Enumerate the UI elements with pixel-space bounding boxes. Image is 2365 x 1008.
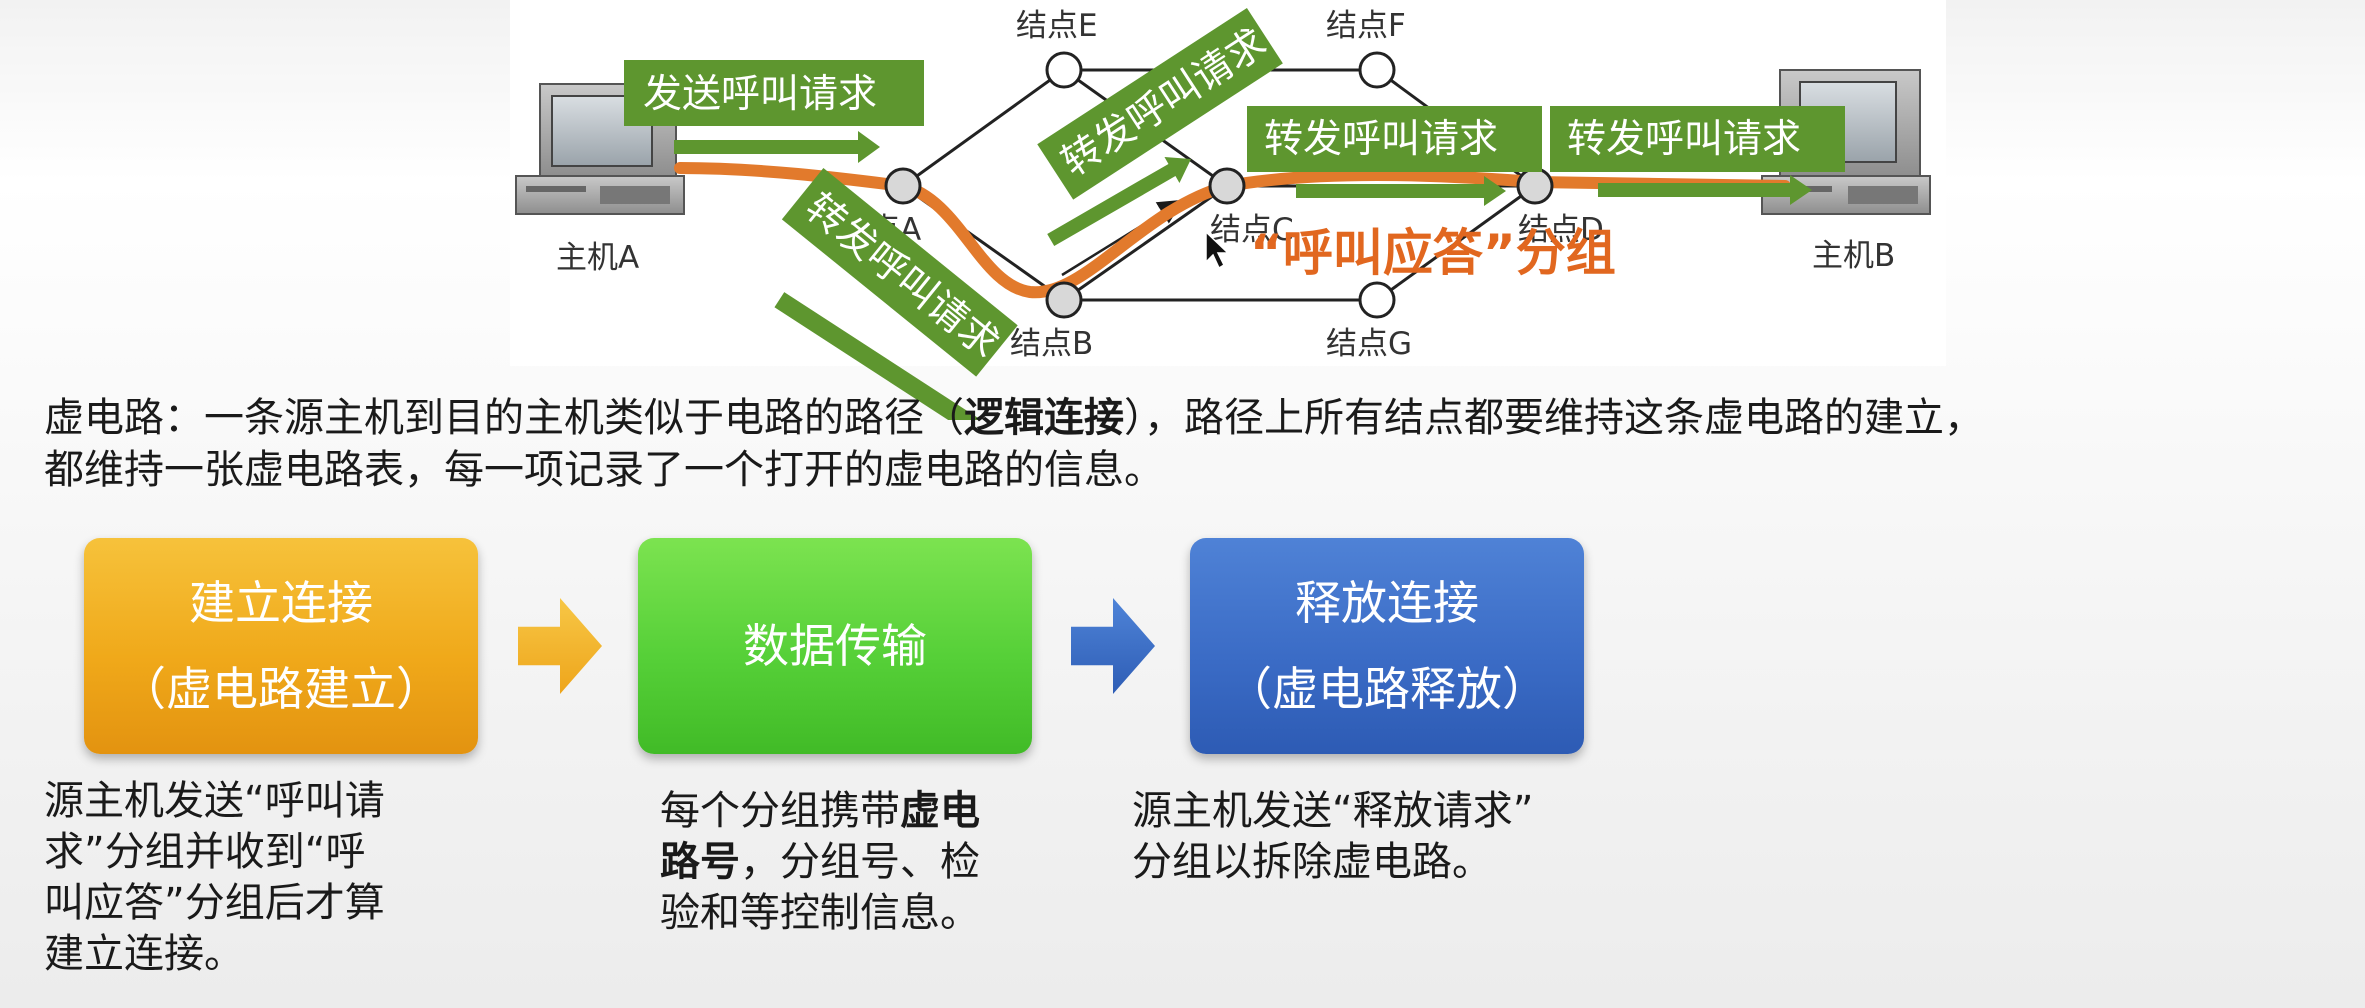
svg-text:转发呼叫请求: 转发呼叫请求: [1567, 117, 1801, 162]
network-nodes: [884, 51, 1554, 319]
badge-send-call-request: 发送呼叫请求: [624, 60, 924, 126]
transfer-description: 每个分组携带虚电 路号，分组号、检 验和等控制信息。: [660, 788, 980, 936]
svg-text:发送呼叫请求: 发送呼叫请求: [643, 72, 877, 117]
stage-title: 释放连接: [1295, 576, 1479, 630]
badge-forward-call-request-cd: 转发呼叫请求: [1247, 106, 1542, 172]
release-description: 源主机发送“释放请求” 分组以拆除虚电路。: [1132, 788, 1534, 885]
stage-connection-release: 释放连接 （虚电路释放）: [1190, 538, 1584, 754]
signal-arrows: [674, 131, 1812, 420]
definition-logical-connection: 逻辑连接: [964, 395, 1124, 441]
node-e-label: 结点E: [1016, 8, 1098, 44]
stage-data-transfer: 数据传输: [638, 538, 1032, 754]
host-b-computer-icon: [1761, 69, 1931, 215]
node-g-label: 结点G: [1326, 326, 1412, 362]
stage-subtitle: （虚电路释放）: [1226, 662, 1548, 716]
node-e: [1045, 51, 1083, 89]
node-d: [1516, 167, 1554, 205]
stage-connection-setup: 建立连接 （虚电路建立）: [84, 538, 478, 754]
host-a-computer-icon: [515, 83, 685, 215]
cursor-icon: [1205, 230, 1230, 270]
node-d-label: 结点D: [1518, 212, 1604, 248]
stage-subtitle: （虚电路建立）: [120, 662, 442, 716]
node-b-label: 结点B: [1010, 326, 1093, 362]
node-f-label: 结点F: [1326, 8, 1406, 44]
node-f: [1358, 51, 1396, 89]
node-a: [884, 167, 922, 205]
node-g: [1358, 281, 1396, 319]
stage-title: 数据传输: [743, 619, 927, 673]
reply-packet-label: “呼叫应答”分组: [1250, 224, 1616, 282]
network-diagram: 主机A 主机B 结点E 结点F 结点A 结点C 结点D 结点B 结点G 发送呼叫…: [510, 0, 1946, 420]
flow-arrow-icon: [518, 598, 602, 694]
stage-title: 建立连接: [189, 576, 373, 630]
node-c-label: 结点C: [1210, 212, 1294, 248]
node-b: [1045, 281, 1083, 319]
host-b-label: 主机B: [1812, 238, 1895, 274]
host-a-label: 主机A: [556, 240, 639, 276]
svg-text:转发呼叫请求: 转发呼叫请求: [1264, 117, 1498, 162]
virtual-circuit-definition: 虚电路：一条源主机到目的主机类似于电路的路径（逻辑连接），路径上所有结点都要维持…: [44, 392, 2365, 496]
definition-line-1: 虚电路：一条源主机到目的主机类似于电路的路径（逻辑连接），路径上所有结点都要维持…: [44, 395, 1984, 441]
node-c: [1208, 167, 1246, 205]
badge-forward-call-request-db: 转发呼叫请求: [1550, 106, 1845, 172]
flow-arrow-icon: [1071, 598, 1155, 694]
definition-line-2: 都维持一张虚电路表，每一项记录了一个打开的虚电路的信息。: [44, 447, 1164, 493]
setup-description: 源主机发送“呼叫请 求”分组并收到“呼 叫应答”分组后才算 建立连接。: [44, 778, 385, 977]
